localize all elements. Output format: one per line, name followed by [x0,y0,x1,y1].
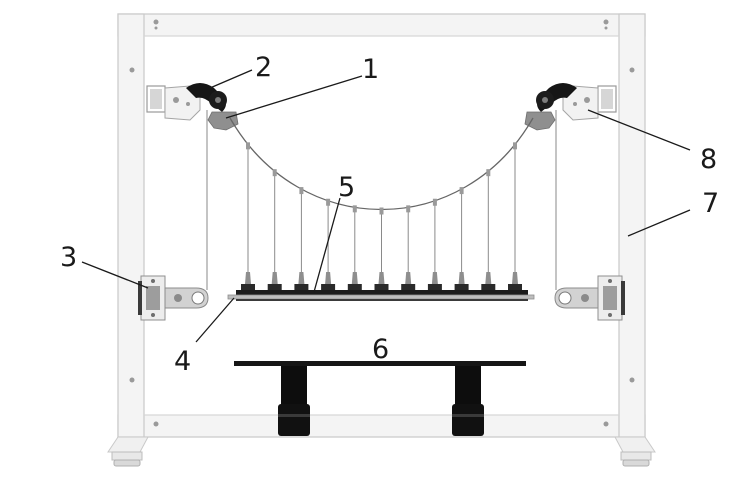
callout-3: 3 [60,242,77,273]
left-cable-saddle [207,111,239,131]
hanger-deck-mount [267,284,282,290]
hanger-tensioner [245,272,251,284]
leader-7 [627,209,691,237]
hanger-tensioner [271,272,278,284]
top-right-pulley-assembly [524,83,617,131]
hanger-top-clip [299,187,304,195]
main-suspension-cable [229,117,534,211]
left-table-leg [278,366,310,436]
hanger-top-clip [326,198,331,206]
left-anchor-bracket [138,275,209,321]
hanger-deck-mount [321,284,336,290]
hanger-deck-mount [374,284,389,290]
hanger-tensioner [512,272,518,284]
hanger-top-clip [272,169,277,177]
right-cable-saddle [524,111,556,131]
callout-8: 8 [700,144,717,175]
callout-4: 4 [174,346,191,377]
hanger-tensioner [405,272,412,284]
callout-7: 7 [702,188,719,219]
frame-bolts [129,19,635,427]
frame-top-beam [117,13,646,37]
hanger-top-clip [432,198,437,206]
callout-2: 2 [255,52,272,83]
callout-1: 1 [362,54,379,85]
right-foot [614,436,656,467]
hanger-tensioner [458,272,465,284]
hanger-tensioner [485,272,492,284]
leader-8 [587,109,691,151]
leader-4 [195,297,235,343]
callout-labels: 1 2 3 4 5 6 7 8 [60,52,719,377]
table-top [234,361,526,366]
hanger-deck-mount [294,284,309,290]
leader-1 [225,75,363,119]
hanger-deck-mount [241,284,255,290]
callout-leaders [81,69,691,343]
callout-5: 5 [338,172,355,203]
support-table [234,361,526,436]
frame-bottom-beam [117,414,646,438]
right-table-leg [452,366,484,436]
hanger-deck-mount [508,284,522,290]
callout-6: 6 [372,334,389,365]
frame-left-column [117,13,145,438]
hanger-deck-mount [427,284,442,290]
hanger-top-clip [513,142,517,150]
hanger-tensioner [378,272,385,284]
support-frame [107,13,656,467]
hanger-top-clip [406,205,411,213]
top-left-pulley-assembly [146,83,239,131]
left-foot [107,436,149,467]
right-anchor-bracket [554,275,625,321]
hanger-top-clip [459,187,464,195]
frame-right-column [618,13,646,438]
bridge-deck [227,290,535,301]
leader-5 [313,197,341,293]
hanger-top-clip [379,207,384,215]
hanger-top-clip [246,142,250,150]
hanger-deck-mount [481,284,496,290]
leader-3 [81,261,149,289]
hanger-tensioner [351,272,358,284]
hanger-group [241,142,522,290]
hanger-deck-mount [454,284,469,290]
hanger-tensioner [298,272,305,284]
hanger-deck-mount [347,284,362,290]
hanger-deck-mount [401,284,416,290]
hanger-tensioner [431,272,438,284]
hanger-tensioner [325,272,332,284]
leader-2 [209,69,253,89]
hanger-top-clip [486,169,491,177]
hanger-top-clip [352,205,357,213]
